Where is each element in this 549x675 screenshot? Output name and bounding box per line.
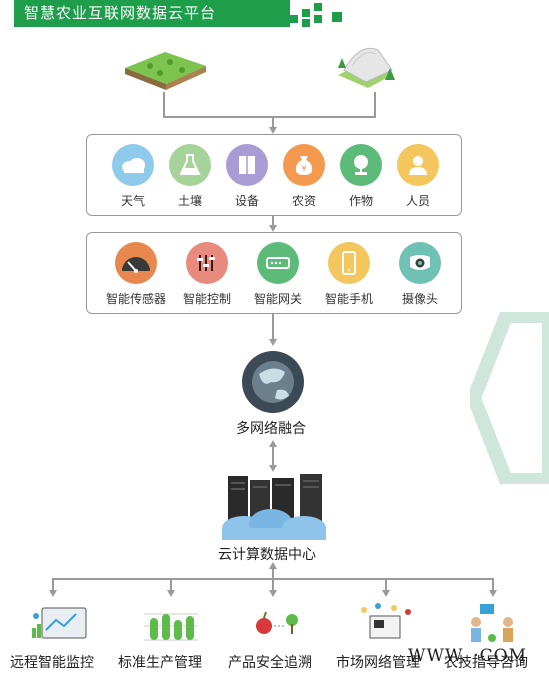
greenhouse-icon bbox=[338, 47, 395, 88]
data-source-label: 土壤 bbox=[177, 194, 202, 208]
device-item: 智能网关 bbox=[248, 242, 308, 307]
device-label: 智能传感器 bbox=[106, 292, 167, 306]
deco-square bbox=[332, 12, 342, 22]
control-icon bbox=[186, 242, 228, 284]
deco-square bbox=[302, 9, 310, 17]
market-icon bbox=[361, 603, 411, 639]
device-label: 摄像头 bbox=[401, 292, 438, 306]
application-label: 远程智能监控 bbox=[10, 655, 94, 671]
device-item: 摄像头 bbox=[390, 242, 450, 307]
svg-text:¥: ¥ bbox=[301, 164, 306, 173]
application-label: 市场网络管理 bbox=[336, 655, 420, 671]
data-source-label: 设备 bbox=[234, 194, 259, 208]
watermark: WWW. ·COM bbox=[408, 646, 528, 666]
data-source-item: 天气 bbox=[103, 144, 163, 209]
page-title: 智慧农业互联网数据云平台 bbox=[14, 0, 290, 27]
data-source-item: 土壤 bbox=[160, 144, 220, 209]
person-icon bbox=[397, 144, 439, 186]
application-label: 标准生产管理 bbox=[118, 655, 202, 671]
gauge-icon bbox=[115, 242, 157, 284]
plant-icon bbox=[340, 144, 382, 186]
application-label: 产品安全追溯 bbox=[228, 655, 312, 671]
deco-square bbox=[314, 3, 322, 11]
server-cloud-icon bbox=[222, 474, 326, 540]
data-source-label: 农资 bbox=[291, 194, 316, 208]
data-source-item: 设备 bbox=[217, 144, 277, 209]
chart-trees-icon bbox=[144, 613, 198, 641]
deco-square bbox=[290, 15, 298, 23]
data-source-label: 天气 bbox=[120, 194, 145, 208]
device-label: 智能手机 bbox=[324, 292, 373, 306]
flask-icon bbox=[169, 144, 211, 186]
device-label: 智能控制 bbox=[182, 292, 231, 306]
farm-field-icon bbox=[125, 52, 206, 90]
deco-square bbox=[302, 19, 310, 27]
cloud-label: 云计算数据中心 bbox=[218, 547, 316, 563]
data-source-item: 人员 bbox=[388, 144, 448, 209]
cloud-icon bbox=[112, 144, 154, 186]
phone-icon bbox=[328, 242, 370, 284]
deco-square bbox=[314, 15, 322, 23]
monitor-icon bbox=[32, 607, 87, 639]
router-icon bbox=[257, 242, 299, 284]
device-item: 智能手机 bbox=[319, 242, 379, 307]
data-source-item: 作物 bbox=[331, 144, 391, 209]
cabinet-icon bbox=[226, 144, 268, 186]
consult-icon bbox=[471, 604, 513, 642]
data-source-label: 人员 bbox=[405, 194, 430, 208]
hub-label: 多网络融合 bbox=[236, 421, 306, 437]
application-label: 农技指导咨询 bbox=[444, 655, 528, 671]
device-label: 智能网关 bbox=[253, 292, 302, 306]
device-item: 智能传感器 bbox=[106, 242, 166, 307]
data-source-item: ¥ 农资 bbox=[274, 144, 334, 209]
network-globe-icon bbox=[242, 351, 304, 413]
data-source-label: 作物 bbox=[348, 194, 373, 208]
money-bag-icon: ¥ bbox=[283, 144, 325, 186]
trace-icon bbox=[256, 611, 298, 634]
deco-hexagon bbox=[470, 312, 549, 484]
camera-icon bbox=[399, 242, 441, 284]
device-item: 智能控制 bbox=[177, 242, 237, 307]
